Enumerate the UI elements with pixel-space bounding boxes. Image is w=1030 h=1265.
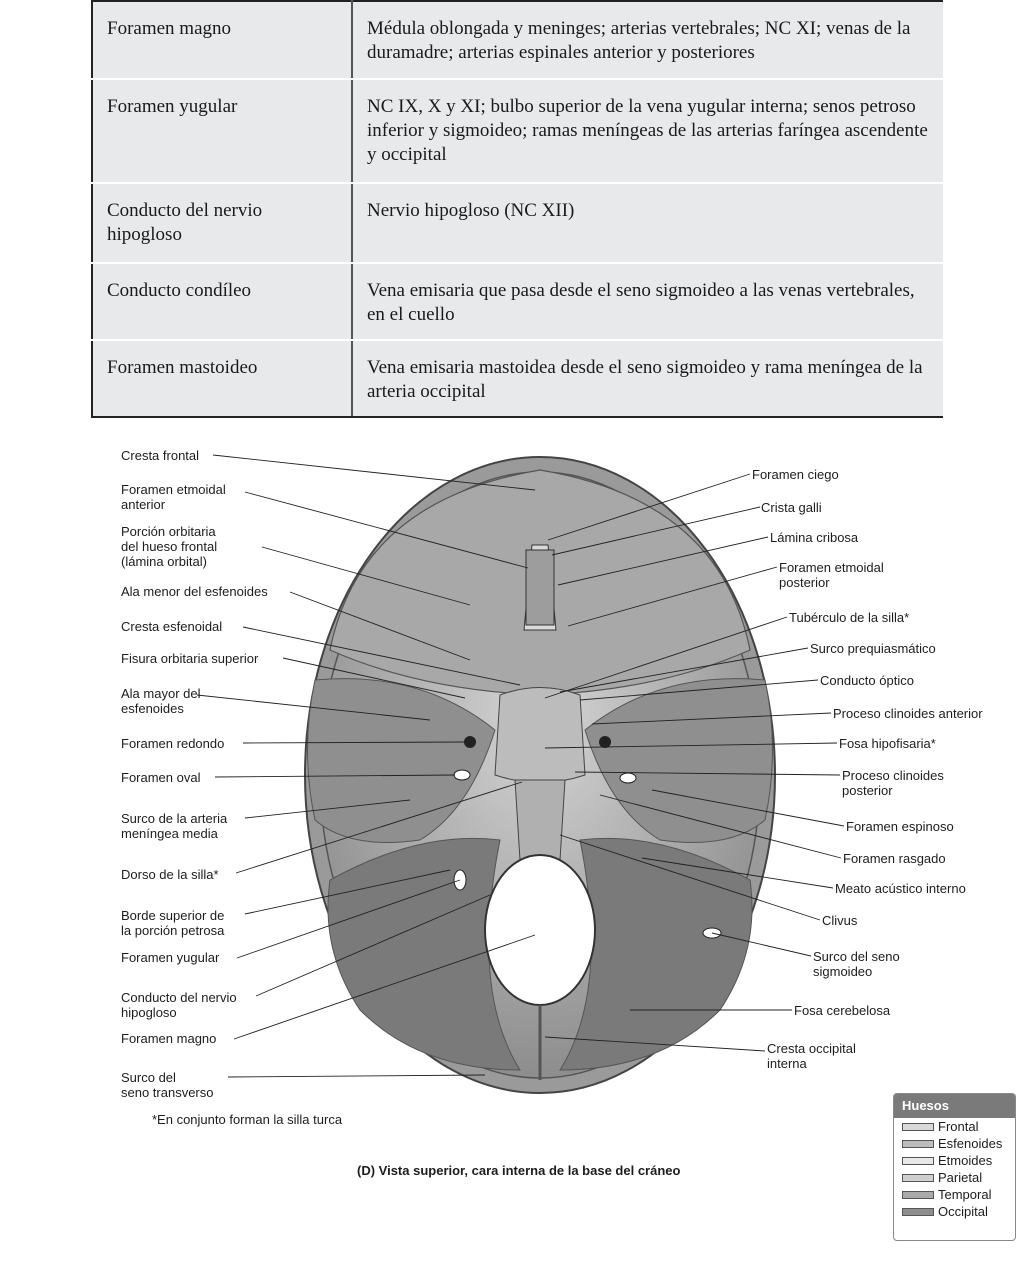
cribriform-plate — [526, 550, 554, 625]
table-row: Foramen mastoideo Vena emisaria mastoide… — [92, 340, 943, 417]
label-ala-menor: Ala menor del esfenoides — [121, 584, 268, 599]
label-fosa-cerebelosa: Fosa cerebelosa — [794, 1003, 890, 1018]
label-cresta-occipital-interna: Cresta occipital interna — [767, 1041, 856, 1071]
structure-cell: Foramen magno — [92, 1, 352, 79]
label-cresta-frontal: Cresta frontal — [121, 448, 199, 463]
label-foramen-redondo: Foramen redondo — [121, 736, 224, 751]
legend-swatch — [902, 1140, 934, 1148]
foramen-rotundum-right — [599, 736, 611, 748]
label-foramen-espinoso: Foramen espinoso — [846, 819, 954, 834]
legend-item: Temporal — [894, 1186, 1015, 1203]
structure-cell: Conducto condíleo — [92, 263, 352, 340]
label-surco-seno-transverso: Surco del seno transverso — [121, 1070, 214, 1100]
label-fosa-hipofisaria: Fosa hipofisaria* — [839, 736, 936, 751]
figure-caption: (D) Vista superior, cara interna de la b… — [357, 1163, 680, 1178]
label-foramen-yugular: Foramen yugular — [121, 950, 219, 965]
structure-cell: Foramen mastoideo — [92, 340, 352, 417]
contents-cell: Médula oblongada y meninges; arterias ve… — [352, 1, 943, 79]
structure-cell: Conducto del nervio hipogloso — [92, 183, 352, 263]
label-conducto-hipogloso: Conducto del nervio hipogloso — [121, 990, 237, 1020]
label-meato-acustico: Meato acústico interno — [835, 881, 966, 896]
label-surco-seno-sigmoideo: Surco del seno sigmoideo — [813, 949, 900, 979]
label-foramen-magno: Foramen magno — [121, 1031, 216, 1046]
legend-swatch — [902, 1191, 934, 1199]
legend-item: Parietal — [894, 1169, 1015, 1186]
label-lamina-cribosa: Lámina cribosa — [770, 530, 858, 545]
label-surco-arteria-meningea: Surco de la arteria meníngea media — [121, 811, 227, 841]
label-cresta-esfenoidal: Cresta esfenoidal — [121, 619, 222, 634]
table-row: Conducto del nervio hipogloso Nervio hip… — [92, 183, 943, 263]
label-proceso-clinoides-anterior: Proceso clinoides anterior — [833, 706, 983, 721]
label-crista-galli: Crista galli — [761, 500, 822, 515]
foramen-ovale-left — [454, 770, 470, 780]
label-foramen-rasgado: Foramen rasgado — [843, 851, 946, 866]
table-row: Conducto condíleo Vena emisaria que pasa… — [92, 263, 943, 340]
label-proceso-clinoides-posterior: Proceso clinoides posterior — [842, 768, 944, 798]
table-row: Foramen yugular NC IX, X y XI; bulbo sup… — [92, 79, 943, 183]
legend-label: Etmoides — [938, 1153, 992, 1168]
legend-item: Frontal — [894, 1118, 1015, 1135]
label-foramen-etmoidal-posterior: Foramen etmoidal posterior — [779, 560, 884, 590]
legend-label: Occipital — [938, 1204, 988, 1219]
label-ala-mayor: Ala mayor del esfenoides — [121, 686, 200, 716]
foramen-magnum — [485, 855, 595, 1005]
label-porcion-orbitaria: Porción orbitaria del hueso frontal (lám… — [121, 524, 217, 569]
label-clivus: Clivus — [822, 913, 857, 928]
legend-item: Esfenoides — [894, 1135, 1015, 1152]
legend-item: Occipital — [894, 1203, 1015, 1220]
skull-base-figure: Cresta frontal Foramen etmoidal anterior… — [0, 430, 1030, 1265]
legend-swatch — [902, 1123, 934, 1131]
structure-cell: Foramen yugular — [92, 79, 352, 183]
contents-cell: NC IX, X y XI; bulbo superior de la vena… — [352, 79, 943, 183]
label-conducto-optico: Conducto óptico — [820, 673, 914, 688]
foramen-ovale-right — [620, 773, 636, 783]
label-surco-prequiasmatico: Surco prequiasmático — [810, 641, 936, 656]
bones-legend: Huesos Frontal Esfenoides Etmoides Parie… — [893, 1093, 1016, 1241]
label-fisura-orbitaria: Fisura orbitaria superior — [121, 651, 258, 666]
legend-label: Temporal — [938, 1187, 991, 1202]
clivus — [515, 780, 565, 860]
footnote: *En conjunto forman la silla turca — [152, 1112, 342, 1127]
legend-label: Frontal — [938, 1119, 978, 1134]
legend-item: Etmoides — [894, 1152, 1015, 1169]
table-row: Foramen magno Médula oblongada y meninge… — [92, 1, 943, 79]
label-foramen-ciego: Foramen ciego — [752, 467, 839, 482]
legend-swatch — [902, 1174, 934, 1182]
contents-cell: Vena emisaria que pasa desde el seno sig… — [352, 263, 943, 340]
contents-cell: Nervio hipogloso (NC XII) — [352, 183, 943, 263]
foramen-rotundum-left — [464, 736, 476, 748]
label-borde-porcion-petrosa: Borde superior de la porción petrosa — [121, 908, 224, 938]
legend-swatch — [902, 1208, 934, 1216]
label-foramen-oval: Foramen oval — [121, 770, 200, 785]
label-tuberculo-silla: Tubérculo de la silla* — [789, 610, 909, 625]
sella-turcica — [495, 688, 585, 783]
legend-label: Esfenoides — [938, 1136, 1002, 1151]
contents-cell: Vena emisaria mastoidea desde el seno si… — [352, 340, 943, 417]
legend-label: Parietal — [938, 1170, 982, 1185]
legend-swatch — [902, 1157, 934, 1165]
label-foramen-etmoidal-anterior: Foramen etmoidal anterior — [121, 482, 226, 512]
label-dorso-silla: Dorso de la silla* — [121, 867, 219, 882]
foramina-table: Foramen magno Médula oblongada y meninge… — [91, 0, 943, 418]
legend-title: Huesos — [894, 1094, 1015, 1118]
